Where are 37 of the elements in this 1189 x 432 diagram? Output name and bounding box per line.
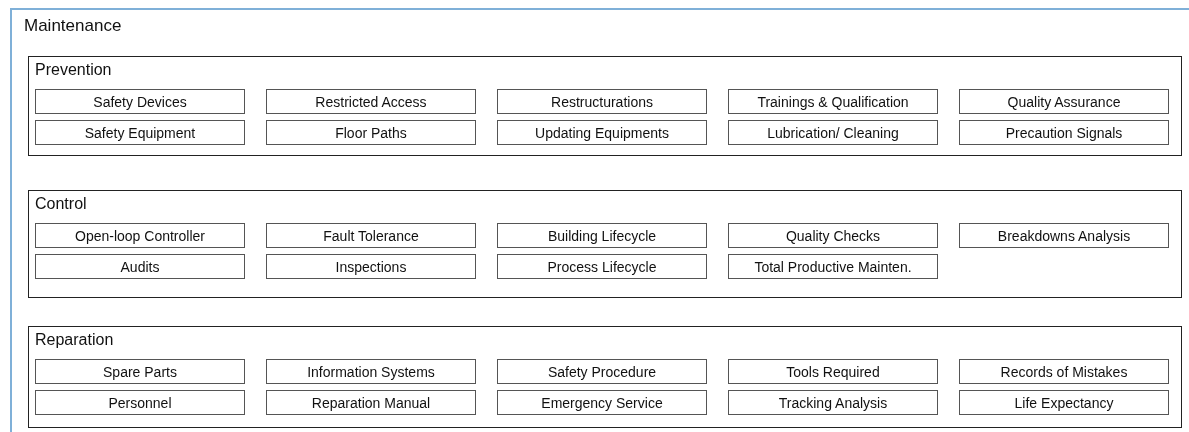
list-item-card: Updating Equipments bbox=[497, 120, 707, 145]
list-item-card: Precaution Signals bbox=[959, 120, 1169, 145]
list-item-card: Breakdowns Analysis bbox=[959, 223, 1169, 248]
section-title: Control bbox=[35, 195, 87, 213]
section-panel bbox=[28, 56, 1182, 156]
list-item-card: Open-loop Controller bbox=[35, 223, 245, 248]
frame-title: Maintenance bbox=[24, 16, 122, 36]
list-item-card: Life Expectancy bbox=[959, 390, 1169, 415]
maintenance-frame bbox=[10, 8, 1189, 432]
section-panel bbox=[28, 326, 1182, 428]
list-item-card: Reparation Manual bbox=[266, 390, 476, 415]
list-item-card: Fault Tolerance bbox=[266, 223, 476, 248]
list-item-card: Total Productive Mainten. bbox=[728, 254, 938, 279]
section-title: Prevention bbox=[35, 61, 112, 79]
list-item-card: Spare Parts bbox=[35, 359, 245, 384]
list-item-card: Safety Procedure bbox=[497, 359, 707, 384]
list-item-card: Information Systems bbox=[266, 359, 476, 384]
list-item-card: Quality Checks bbox=[728, 223, 938, 248]
list-item-card: Restructurations bbox=[497, 89, 707, 114]
list-item-card: Process Lifecycle bbox=[497, 254, 707, 279]
list-item-card: Records of Mistakes bbox=[959, 359, 1169, 384]
list-item-card: Safety Devices bbox=[35, 89, 245, 114]
list-item-card: Personnel bbox=[35, 390, 245, 415]
list-item-card: Tracking Analysis bbox=[728, 390, 938, 415]
list-item-card: Tools Required bbox=[728, 359, 938, 384]
list-item-card: Quality Assurance bbox=[959, 89, 1169, 114]
list-item-card: Emergency Service bbox=[497, 390, 707, 415]
list-item-card: Restricted Access bbox=[266, 89, 476, 114]
list-item-card: Building Lifecycle bbox=[497, 223, 707, 248]
list-item-card: Safety Equipment bbox=[35, 120, 245, 145]
list-item-card: Audits bbox=[35, 254, 245, 279]
list-item-card: Inspections bbox=[266, 254, 476, 279]
list-item-card: Lubrication/ Cleaning bbox=[728, 120, 938, 145]
section-panel bbox=[28, 190, 1182, 298]
list-item-card: Trainings & Qualification bbox=[728, 89, 938, 114]
list-item-card: Floor Paths bbox=[266, 120, 476, 145]
section-title: Reparation bbox=[35, 331, 114, 349]
